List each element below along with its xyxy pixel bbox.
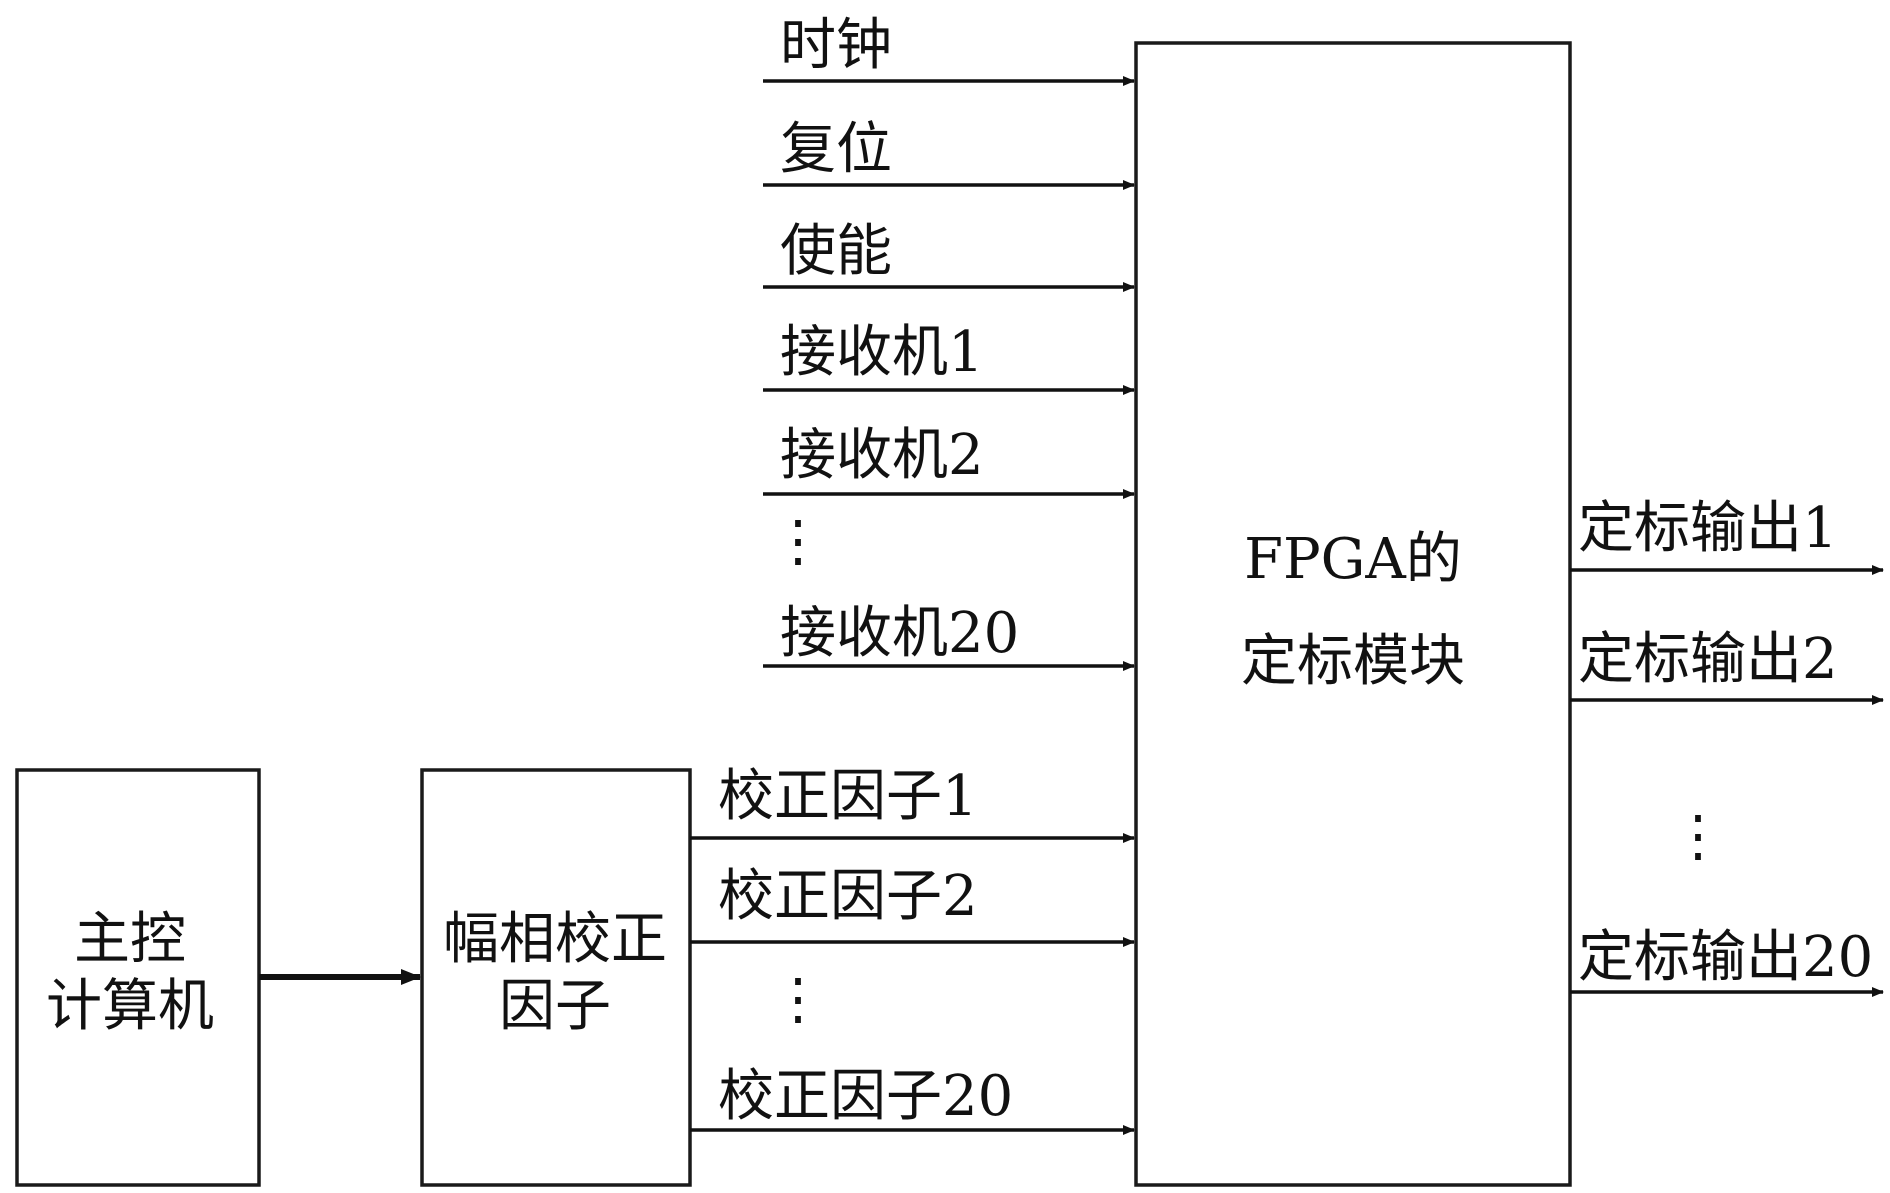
receiver-20-label: 接收机20 [780,601,1019,666]
fpga-module-label-line1: FPGA的 [1244,527,1462,592]
output-ellipsis: ⋮ [1670,804,1726,869]
clock-label: 时钟 [780,13,892,78]
output-1-label: 定标输出1 [1578,496,1838,561]
receiver-1-label: 接收机1 [780,320,984,385]
fpga-calibration-module-box [1134,41,1572,1187]
reset-label: 复位 [780,117,892,182]
output-2-label: 定标输出2 [1578,627,1838,692]
host-computer-label-line2: 计算机 [46,974,214,1039]
correction-factor-box [420,768,692,1187]
enable-label: 使能 [780,219,892,284]
output-20-label: 定标输出20 [1578,925,1873,990]
correction-factor-label-line2: 因子 [499,974,611,1039]
factor-20-label: 校正因子20 [718,1064,1013,1129]
host-computer-label-line1: 主控 [74,907,186,972]
receiver-2-label: 接收机2 [780,423,984,488]
correction-factor-label-line1: 幅相校正 [443,907,667,972]
fpga-module-label-line2: 定标模块 [1241,629,1465,694]
host-computer-box [15,768,261,1187]
factor-ellipsis: ⋮ [770,967,826,1032]
receiver-ellipsis: ⋮ [770,509,826,574]
factor-2-label: 校正因子2 [718,864,978,929]
factor-1-label: 校正因子1 [718,764,978,829]
